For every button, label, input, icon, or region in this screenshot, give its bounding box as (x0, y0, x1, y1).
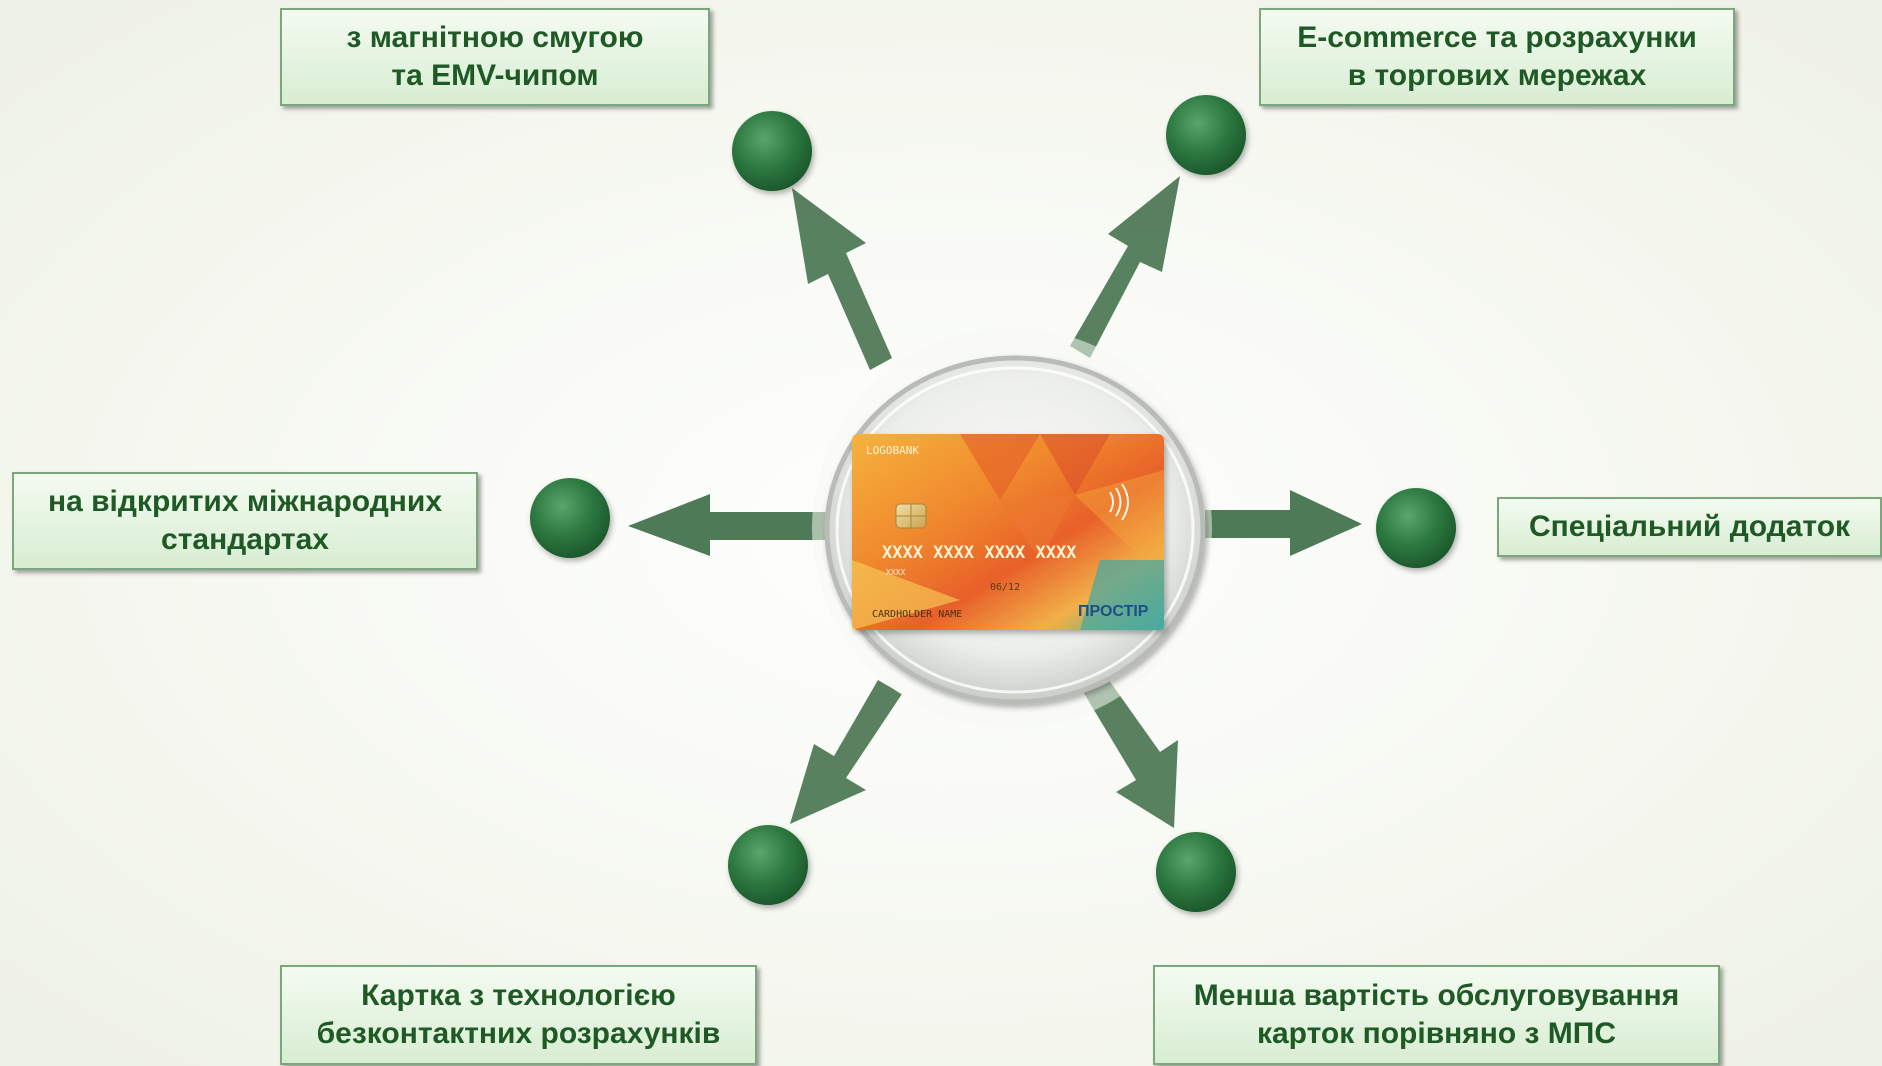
node-bottom-left (728, 825, 808, 905)
card-brand-logo: ПРОСТІР (1078, 603, 1149, 620)
node-top-right (1166, 95, 1246, 175)
label-bottom-right-line-2: карток порівняно з МПС (1256, 1017, 1617, 1050)
label-top-right: E-commerce та розрахунки в торгових мере… (1259, 8, 1735, 106)
label-bottom-right-line-1: Менша вартість обслуговування (1193, 979, 1680, 1012)
arrow-left (628, 494, 830, 556)
label-left-line-1: на відкритих міжнародних (47, 485, 443, 518)
label-top-left-line-2: та EMV-чипом (391, 59, 599, 92)
node-left (530, 478, 610, 558)
chip-icon (895, 503, 927, 529)
label-bottom-left-line-2: безконтактних розрахунків (316, 1017, 721, 1050)
nodes-group (530, 95, 1456, 912)
label-bottom-right: Менша вартість обслуговування карток пор… (1153, 965, 1720, 1065)
arrow-up-left (792, 188, 892, 370)
label-top-right-line-2: в торгових мережах (1347, 59, 1647, 92)
label-left-line-2: стандартах (161, 523, 329, 556)
contactless-icon (1109, 483, 1129, 521)
arrow-down-left (790, 680, 902, 824)
arrow-down-right (1082, 676, 1178, 828)
arrow-right (1205, 490, 1362, 556)
card-number-small: XXXX (886, 568, 905, 577)
label-bottom-left-line-1: Картка з технологією (361, 979, 676, 1012)
card-bank-logo: LOGOBANK (866, 444, 919, 457)
card-holder-name: CARDHOLDER NAME (872, 609, 962, 620)
arrow-up-right (1070, 176, 1180, 358)
label-top-left-line-1: з магнітною смугою (346, 21, 644, 54)
node-top-left (732, 111, 812, 191)
card-valid-thru: 06/12 (990, 582, 1020, 593)
node-right (1376, 488, 1456, 568)
label-left: на відкритих міжнародних стандартах (12, 472, 478, 570)
label-right-line-1: Спеціальний додаток (1528, 510, 1851, 543)
label-bottom-left: Картка з технологією безконтактних розра… (280, 965, 757, 1065)
label-top-left: з магнітною смугою та EMV-чипом (280, 8, 710, 106)
label-top-right-line-1: E-commerce та розрахунки (1297, 21, 1697, 54)
node-bottom-right (1156, 832, 1236, 912)
label-right: Спеціальний додаток (1497, 497, 1882, 557)
card-number: XXXX XXXX XXXX XXXX (882, 543, 1077, 563)
bank-card: LOGOBANK XXXX XXXX XXXX XXXX XXXX 06/12 … (852, 434, 1164, 630)
